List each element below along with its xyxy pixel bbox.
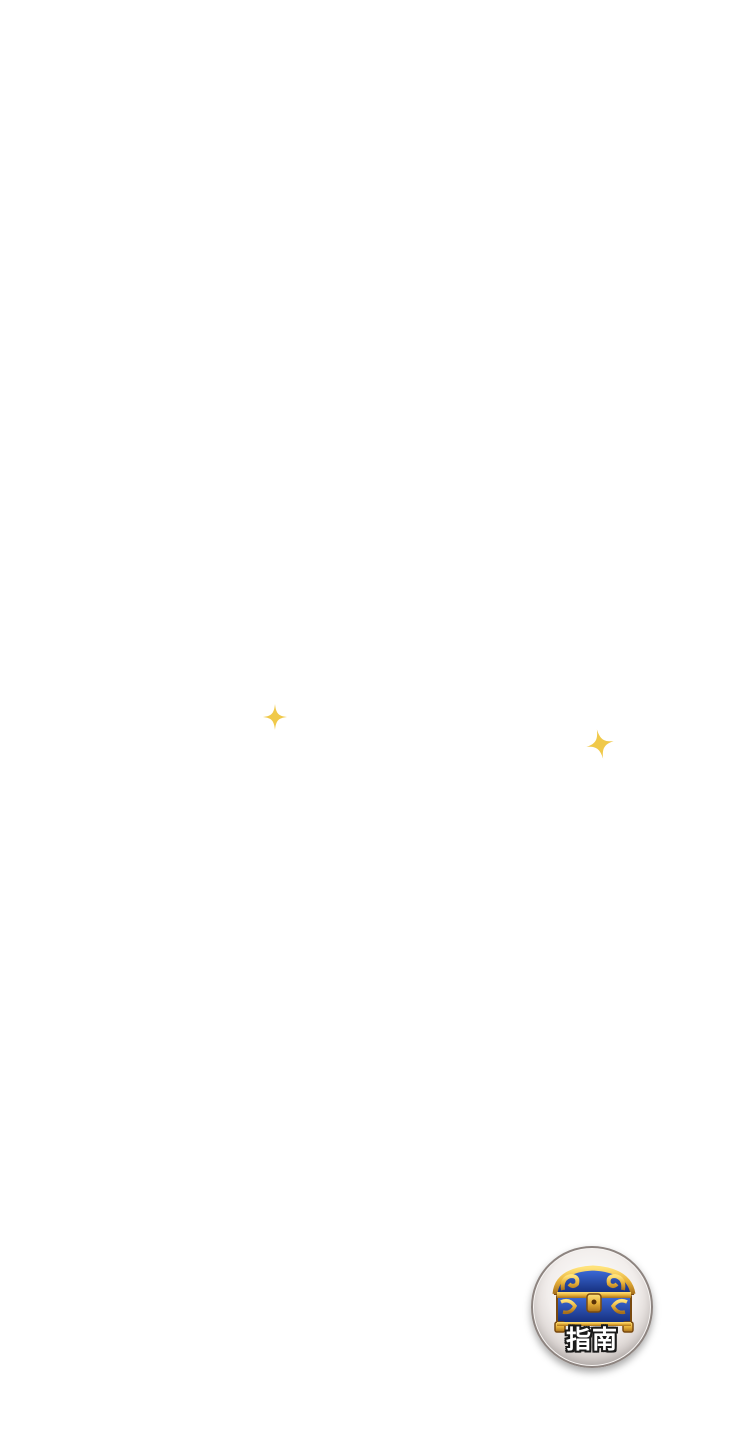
guide-button[interactable]: 指南 bbox=[531, 1246, 653, 1368]
guide-label: 指南 bbox=[565, 1325, 618, 1354]
sparkle-icon bbox=[586, 729, 614, 759]
guide-button-ring bbox=[531, 1246, 653, 1368]
sparkle-icon bbox=[263, 704, 287, 730]
treasure-chest-icon bbox=[552, 1265, 636, 1333]
